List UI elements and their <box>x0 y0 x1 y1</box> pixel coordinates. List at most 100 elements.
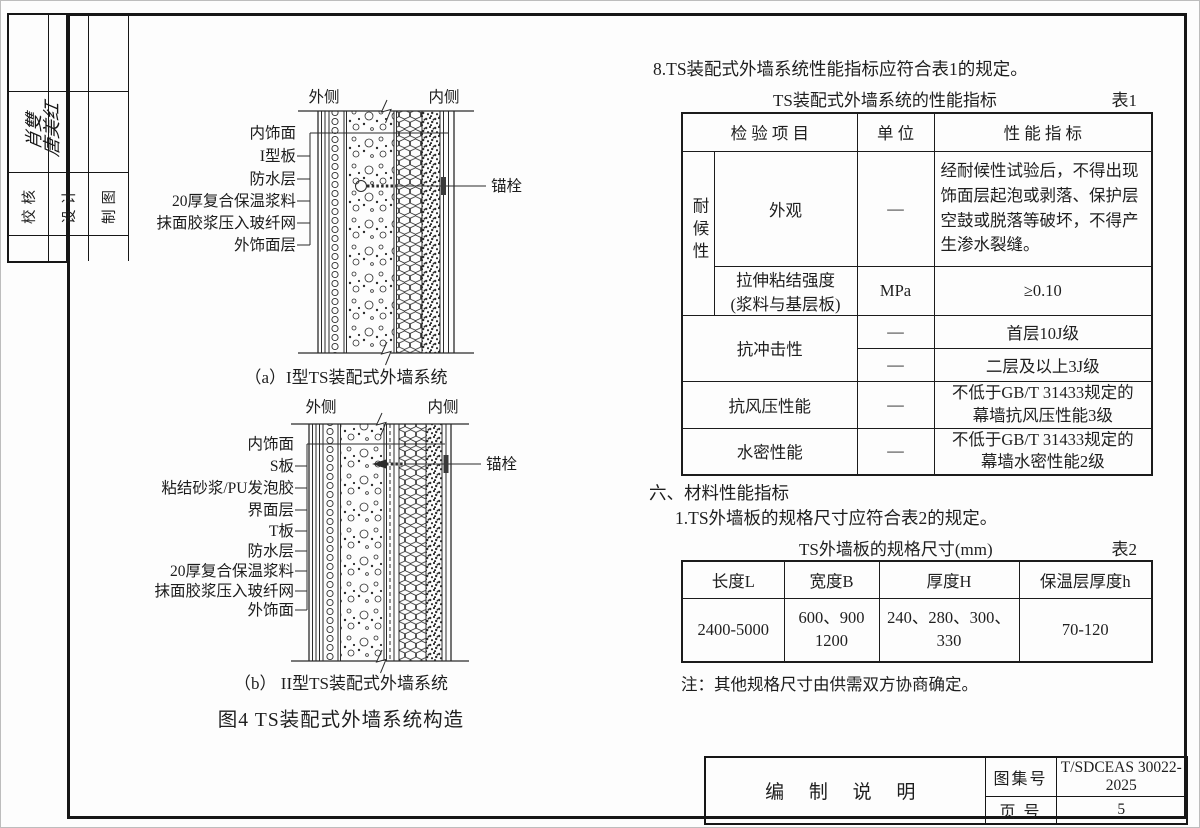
table1-tag: 表1 <box>1111 91 1138 110</box>
table2-tag: 表2 <box>1111 540 1138 559</box>
table-row: 页 号 5 <box>705 796 1188 825</box>
drawing-frame <box>67 13 1187 819</box>
leader-lines-b <box>295 443 445 611</box>
wall-section-diagram-b: 外侧 内侧 内饰面 S板 粘结砂浆/PU发泡胶 界面层 T板 防水层 20厚复合… <box>154 398 517 674</box>
diagram-b-texts: 外侧 内侧 内饰面 S板 粘结砂浆/PU发泡胶 界面层 T板 防水层 20厚复合… <box>154 398 517 619</box>
layer-label: S板 <box>270 457 294 475</box>
cell-unit: — <box>856 150 935 267</box>
cell-item: 抗冲击性 <box>681 314 858 382</box>
layer-label: 防水层 <box>247 542 294 560</box>
cell-item: 外观 <box>713 150 858 267</box>
inner-side-label-a: 内侧 <box>428 88 459 106</box>
role-label-design: 设计 <box>49 173 88 236</box>
table-row: 检 验 项 目 单 位 性 能 指 标 <box>681 112 1153 152</box>
role-label-draft: 制图 <box>89 173 128 236</box>
cell-value: 二层及以上3J级 <box>933 347 1153 382</box>
layer-label: 界面层 <box>247 502 294 519</box>
anchor-label-b: 锚栓 <box>486 455 517 473</box>
layer-label: 20厚复合保温浆料 <box>172 192 296 210</box>
empty-cell <box>9 15 48 92</box>
empty-cell <box>89 236 128 261</box>
empty-cell <box>49 15 88 92</box>
cell-item: 水密性能 <box>681 427 858 476</box>
table-row: 编 制 说 明 图集号 T/SDCEAS 30022-2025 <box>704 756 1188 825</box>
table-row: 长度L 宽度B 厚度H 保温层厚度h <box>681 560 1153 599</box>
cell-unit: — <box>856 347 935 382</box>
cell-insulation: 70-120 <box>1018 597 1153 663</box>
table-row: 抗冲击性 — 首层10J级 <box>681 314 1153 382</box>
title-block-name: 编 制 说 明 <box>704 756 986 825</box>
section-6-item-1: 1.TS外墙板的规格尺寸应符合表2的规定。 <box>675 508 998 528</box>
layer-label: 20厚复合保温浆料 <box>170 562 294 580</box>
leader-lines-a <box>297 132 448 246</box>
clause-8-text: 8.TS装配式外墙系统性能指标应符合表1的规定。 <box>653 59 1028 79</box>
anchor-bolt-a <box>355 177 486 195</box>
signature-designer: 唐美红 <box>42 100 62 158</box>
table-row: 耐候性 外观 — 经耐候性试验后，不得出现饰面层起泡或剥落、保护层空鼓或脱落等破… <box>681 150 1153 316</box>
cell-value: 经耐候性试验后，不得出现饰面层起泡或剥落、保护层空鼓或脱落等破坏，不得产生渗水裂… <box>933 150 1153 267</box>
caption-a: （a）I型TS装配式外墙系统 <box>244 368 448 387</box>
role-label-cell: 校核 <box>9 173 48 236</box>
approval-col-design: 设计 <box>49 15 89 261</box>
outer-side-label-a: 外侧 <box>308 88 339 106</box>
cell-length: 2400-5000 <box>681 597 785 663</box>
layer-label: 内饰面 <box>249 124 296 142</box>
table-row: 水密性能 — 不低于GB/T 31433规定的 幕墙水密性能2级 <box>681 427 1153 476</box>
empty-cell <box>9 236 48 261</box>
anchor-label-a: 锚栓 <box>491 177 522 195</box>
col-header-thickness: 厚度H <box>878 560 1020 599</box>
approval-strip: 校核 设计 制图 肖雙 唐美红 <box>7 13 129 263</box>
layer-label: I型板 <box>260 147 296 165</box>
table1-caption-row: TS装配式外墙系统的性能指标 表1 <box>681 86 1151 111</box>
col-header-item: 检 验 项 目 <box>681 112 858 152</box>
cell-unit: MPa <box>856 265 935 316</box>
table1-title: TS装配式外墙系统的性能指标 <box>773 91 997 110</box>
role-label-draft-text: 制图 <box>102 184 118 224</box>
signature-cell <box>9 92 48 173</box>
anchor-bolt-b <box>372 455 481 473</box>
atlas-number-value: T/SDCEAS 30022-2025 <box>1055 756 1188 797</box>
wall-section-diagram-a: 外侧 内侧 内饰面 I型板 防水层 20厚复合保温浆料 抹面胶浆压入玻纤网 外饰… <box>156 88 522 366</box>
layer-label: 外饰面层 <box>234 236 296 254</box>
col-header-insulation: 保温层厚度h <box>1018 560 1153 599</box>
cell-unit: — <box>856 314 935 349</box>
approval-col-draft: 制图 <box>89 15 129 261</box>
inner-side-label-b: 内侧 <box>427 398 458 416</box>
table-row: 2400-5000 600、900 1200 240、280、300、 330 … <box>681 597 1153 663</box>
cell-unit: — <box>856 380 935 429</box>
col-header-value: 性 能 指 标 <box>933 112 1153 152</box>
layer-label: 外饰面 <box>247 601 294 619</box>
col-header-width: 宽度B <box>783 560 880 599</box>
approval-col-check: 校核 <box>9 15 49 261</box>
layer-label: T板 <box>269 522 294 540</box>
wall-layers-b <box>291 412 469 674</box>
figure-title: 图4 TS装配式外墙系统构造 <box>217 710 465 731</box>
col-header-length: 长度L <box>681 560 785 599</box>
cell-unit: — <box>856 427 935 476</box>
layer-label: 粘结砂浆/PU发泡胶 <box>161 479 294 497</box>
role-label-design-text: 设计 <box>62 184 78 224</box>
table2-title: TS外墙板的规格尺寸(mm) <box>799 540 993 559</box>
empty-cell <box>89 15 128 92</box>
cell-thickness: 240、280、300、 330 <box>878 597 1020 663</box>
table-row: 抗风压性能 — 不低于GB/T 31433规定的 幕墙抗风压性能3级 <box>681 380 1153 429</box>
group-weathering: 耐候性 <box>681 150 715 316</box>
signature-cell <box>89 92 128 173</box>
title-block: 编 制 说 明 图集号 T/SDCEAS 30022-2025 页 号 5 <box>704 756 1188 825</box>
caption-b: （b） II型TS装配式外墙系统 <box>234 674 448 693</box>
table-row: — 二层及以上3J级 <box>682 347 1153 382</box>
table2-note: 注：其他规格尺寸由供需双方协商确定。 <box>681 675 978 694</box>
outer-side-label-b: 外侧 <box>305 398 336 416</box>
table-row: 拉伸粘结强度 (浆料与基层板) MPa ≥0.10 <box>682 265 1153 316</box>
cell-item: 拉伸粘结强度 (浆料与基层板) <box>713 265 858 316</box>
role-label-check: 校核 <box>22 184 38 224</box>
cell-item: 抗风压性能 <box>681 380 858 429</box>
signature-cell <box>49 92 88 173</box>
wall-layers-a <box>298 99 474 366</box>
section-6-heading: 六、材料性能指标 <box>649 483 789 503</box>
cell-value: ≥0.10 <box>933 265 1153 316</box>
performance-table: 检 验 项 目 单 位 性 能 指 标 耐候性 外观 — 经耐候性试验后，不得出… <box>681 112 1153 476</box>
cell-value: 不低于GB/T 31433规定的 幕墙水密性能2级 <box>933 427 1153 476</box>
layer-label: 抹面胶浆压入玻纤网 <box>154 582 294 600</box>
